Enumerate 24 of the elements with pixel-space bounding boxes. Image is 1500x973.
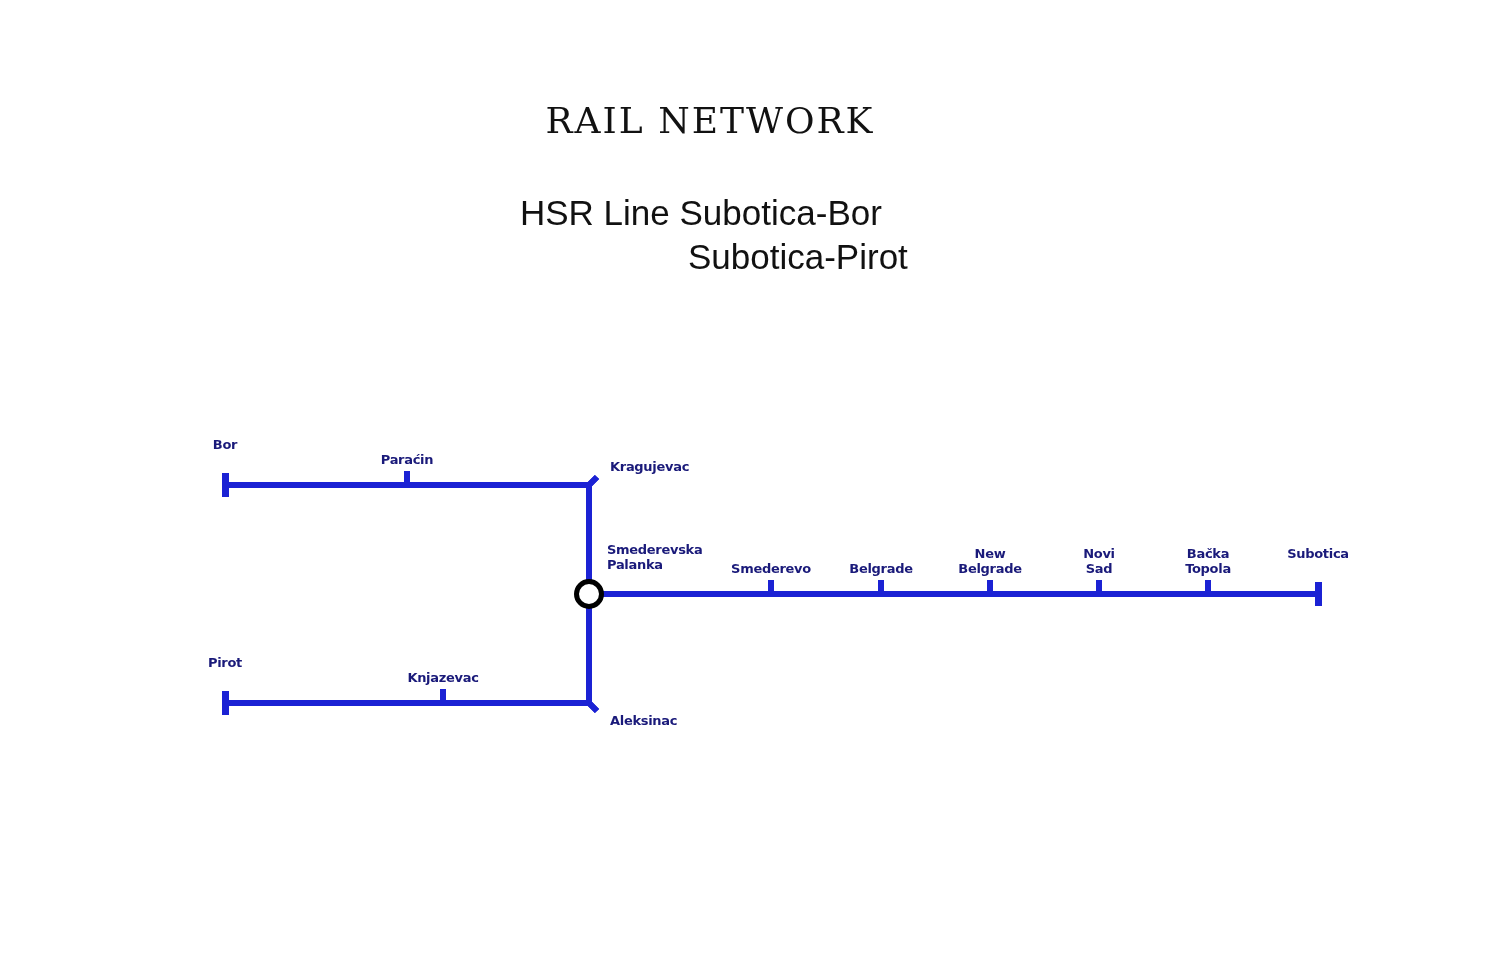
rail-line: [771, 591, 881, 597]
station-name: Bačka Topola: [1184, 546, 1232, 576]
station-name: Smederevska Palanka: [607, 542, 703, 572]
station-name: Kragujevac: [610, 459, 690, 474]
rail-line: [586, 607, 600, 714]
station-name: New Belgrade: [957, 546, 1023, 576]
station-name: Pirot: [206, 655, 243, 670]
station-name: Belgrade: [848, 561, 914, 576]
rail-line: [1208, 591, 1318, 597]
rail-line: [603, 591, 771, 597]
rail-line: [990, 591, 1099, 597]
rail-line: [1099, 591, 1208, 597]
station-name: Novi Sad: [1082, 546, 1116, 576]
rail-line: [881, 591, 990, 597]
subtitle-text: Subotica-Pirot: [688, 237, 908, 277]
station-name: Smederevo: [730, 561, 812, 576]
subtitle-text: HSR Line Subotica-Bor: [520, 193, 882, 233]
map-title: RAIL NETWORK: [544, 100, 876, 141]
station-name: Bor: [211, 437, 239, 452]
station-name: Subotica: [1286, 546, 1350, 561]
rail-line: [586, 474, 600, 580]
station-name: Aleksinac: [610, 713, 678, 728]
station-name: Paraćin: [379, 452, 435, 467]
station-name: Knjazevac: [406, 670, 480, 685]
